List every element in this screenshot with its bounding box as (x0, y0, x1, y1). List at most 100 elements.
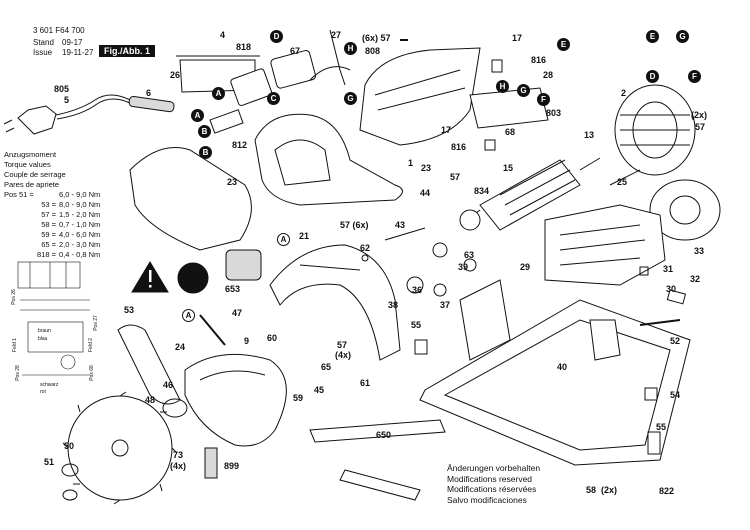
callout-23: 23 (227, 177, 238, 187)
callout-26: 26 (170, 70, 181, 80)
callout-57-6x-b: 57 (6x) (340, 220, 369, 230)
callout-62: 62 (360, 243, 371, 253)
callout-43: 43 (395, 220, 406, 230)
wiring-label: Pos 27 (92, 315, 99, 331)
marker-b: B (199, 146, 212, 159)
callout-68: 68 (505, 127, 516, 137)
part-number: 3 601 F64 700 (33, 26, 85, 35)
torque-table: Anzugsmoment Torque values Couple de ser… (4, 150, 100, 260)
marker-b: B (198, 125, 211, 138)
handle-drawing (254, 113, 403, 206)
motor-housing-drawing (359, 47, 481, 146)
callout-52: 52 (670, 336, 681, 346)
wiring-label: Pos 26 (10, 289, 17, 305)
callout-13: 13 (584, 130, 595, 140)
torque-row: 59 =4,0 - 6,0 Nm (41, 230, 101, 239)
callout-73: 73 (173, 450, 184, 460)
callout-57d: 57 (450, 172, 461, 182)
callout-57-2x-count: (2x) (691, 110, 708, 120)
callout-57f: 57 (337, 340, 348, 350)
callout-30: 30 (666, 284, 677, 294)
riving-knife-drawing (117, 324, 181, 405)
wiring-label: rot (40, 389, 46, 395)
marker-a: A (212, 87, 225, 100)
marker-g: G (676, 30, 689, 43)
marker-h: H (496, 80, 509, 93)
torque-title-fr: Couple de serrage (4, 170, 66, 179)
callout-37: 37 (440, 300, 451, 310)
marker-c: C (267, 92, 280, 105)
note-en: Modifications reserved (447, 473, 533, 484)
callout-33: 33 (694, 246, 705, 256)
callout-6: 6 (146, 88, 152, 98)
callout-816: 816 (531, 55, 547, 65)
callout-29: 29 (520, 262, 531, 272)
callout-17b: 17 (441, 125, 452, 135)
callout-57f-count: (4x) (335, 350, 352, 360)
callout-63: 63 (464, 250, 475, 260)
callout-47: 47 (232, 308, 243, 318)
motor-end-cap-drawing (649, 179, 721, 241)
note-es: Salvo modificaciones (447, 494, 527, 505)
armature-drawing (469, 157, 601, 231)
callout-1: 1 (408, 158, 414, 168)
callout-55b: 55 (656, 422, 667, 432)
blade-guard-drawing (269, 244, 401, 361)
switch-cable-drawing (176, 29, 351, 134)
callout-60: 60 (267, 333, 278, 343)
wiring-label: braun (38, 328, 51, 334)
saw-blade-drawing (62, 391, 178, 505)
base-plate-drawing (419, 279, 691, 466)
marker-e: E (557, 38, 570, 51)
wiring-label: Feld 1 (11, 338, 18, 352)
motor-shroud-drawing (129, 147, 252, 251)
callout-25: 25 (617, 177, 628, 187)
callout-653: 653 (225, 284, 241, 294)
note-de: Änderungen vorbehalten (447, 463, 541, 473)
callout-57-6x: (6x) 57 (362, 33, 391, 43)
callout-36: 36 (412, 285, 423, 295)
callout-44: 44 (420, 188, 431, 198)
callout-818: 818 (236, 42, 252, 52)
callout-38: 38 (388, 300, 399, 310)
brush-holder-drawing (469, 59, 549, 151)
marker-f: F (688, 70, 701, 83)
torque-title-de: Anzugsmoment (4, 150, 57, 159)
callout-53: 53 (124, 305, 135, 315)
stand-value: 09-17 (62, 38, 83, 47)
gear-housing-drawing (544, 204, 666, 286)
torque-row: 53 =8,0 - 9,0 Nm (41, 200, 101, 209)
callout-57: 57 (695, 122, 706, 132)
callout-650: 650 (376, 430, 392, 440)
callout-805: 805 (54, 84, 70, 94)
torque-row: 818 =0,4 - 0,8 Nm (37, 250, 101, 259)
torque-title-en: Torque values (4, 160, 51, 169)
callout-2: 2 (621, 88, 627, 98)
stand-label: Stand (33, 38, 54, 47)
callout-803: 803 (546, 108, 562, 118)
callout-31: 31 (663, 264, 674, 274)
marker-d: D (646, 70, 659, 83)
callout-50: 50 (64, 441, 75, 451)
callout-28: 28 (543, 70, 554, 80)
wiring-label: Feld 2 (87, 338, 94, 352)
torque-row: 65 =2,0 - 3,0 Nm (41, 240, 101, 249)
marker-h: H (344, 42, 357, 55)
marker-g: G (344, 92, 357, 105)
callout-45: 45 (314, 385, 325, 395)
callout-48: 48 (145, 395, 156, 405)
wiring-label: Pos 68 (88, 365, 95, 381)
callout-58-count: (2x) (601, 485, 618, 495)
callout-5: 5 (64, 95, 70, 105)
callout-9: 9 (244, 336, 250, 346)
callout-58: 58 (586, 485, 597, 495)
power-cord-drawing (3, 94, 175, 135)
marker-e: E (646, 30, 659, 43)
parallel-guide-drawing (309, 419, 446, 501)
wiring-label: schwarz (40, 382, 59, 388)
marker-f: F (537, 93, 550, 106)
callout-61: 61 (360, 378, 371, 388)
torque-title-es: Pares de apriete (4, 180, 60, 189)
